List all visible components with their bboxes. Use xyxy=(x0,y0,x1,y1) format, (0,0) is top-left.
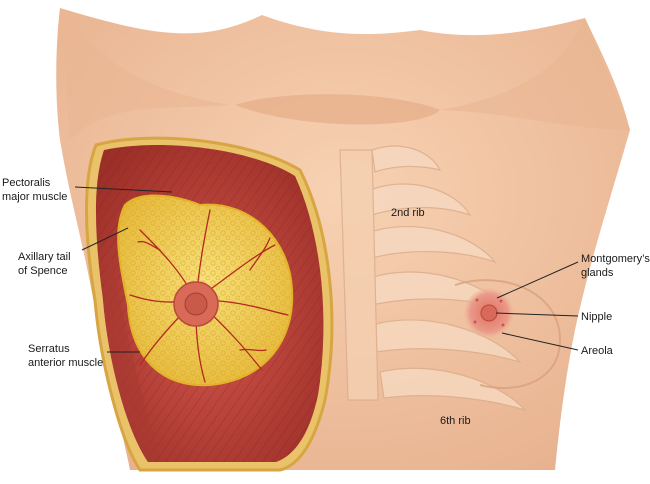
left-shoulder-shadow xyxy=(60,8,230,140)
nipple-leader xyxy=(495,312,579,317)
serratus-anterior-muscle xyxy=(103,240,160,462)
label-serratus-2: anterior muscle xyxy=(28,357,103,369)
vessel xyxy=(249,237,271,271)
right-shoulder-shadow xyxy=(440,18,630,130)
rib-6 xyxy=(379,367,527,412)
label-pectoralis-1: Pectoralis xyxy=(2,177,51,189)
label-6th-rib: 6th rib xyxy=(440,415,471,427)
label-areola: Areola xyxy=(581,345,614,357)
label-pectoralis-2: major muscle xyxy=(2,191,67,203)
rib-2 xyxy=(369,183,472,217)
rib-cage xyxy=(339,145,527,412)
neck-shadow xyxy=(235,94,440,125)
montgomery-gland xyxy=(475,298,479,302)
label-serratus-1: Serratus xyxy=(28,343,70,355)
nipple xyxy=(480,304,498,322)
label-2nd-rib: 2nd rib xyxy=(391,207,425,219)
label-axillary-1: Axillary tail xyxy=(18,251,71,263)
montgomery-glands xyxy=(473,298,505,327)
pectoralis-leader xyxy=(74,186,173,193)
label-axillary-2: of Spence xyxy=(18,265,68,277)
rib-3 xyxy=(369,225,497,264)
montgomery-gland xyxy=(501,323,505,327)
axillary-leader xyxy=(81,227,129,251)
leader-lines xyxy=(74,186,579,353)
label-nipple: Nipple xyxy=(581,311,612,323)
left-nipple xyxy=(184,292,208,316)
montgomery-leader xyxy=(496,261,579,299)
sternum xyxy=(339,149,379,401)
areola-leader xyxy=(501,332,579,351)
label-montgomery-1: Montgomery’s xyxy=(581,253,650,265)
montgomery-gland xyxy=(499,299,503,303)
vessel xyxy=(239,348,267,352)
rib-1 xyxy=(371,145,442,173)
montgomery-gland xyxy=(473,320,477,324)
right-breast-contour xyxy=(454,279,562,389)
label-montgomery-2: glands xyxy=(581,267,614,279)
rib-5 xyxy=(371,319,522,364)
vessel xyxy=(137,240,161,251)
